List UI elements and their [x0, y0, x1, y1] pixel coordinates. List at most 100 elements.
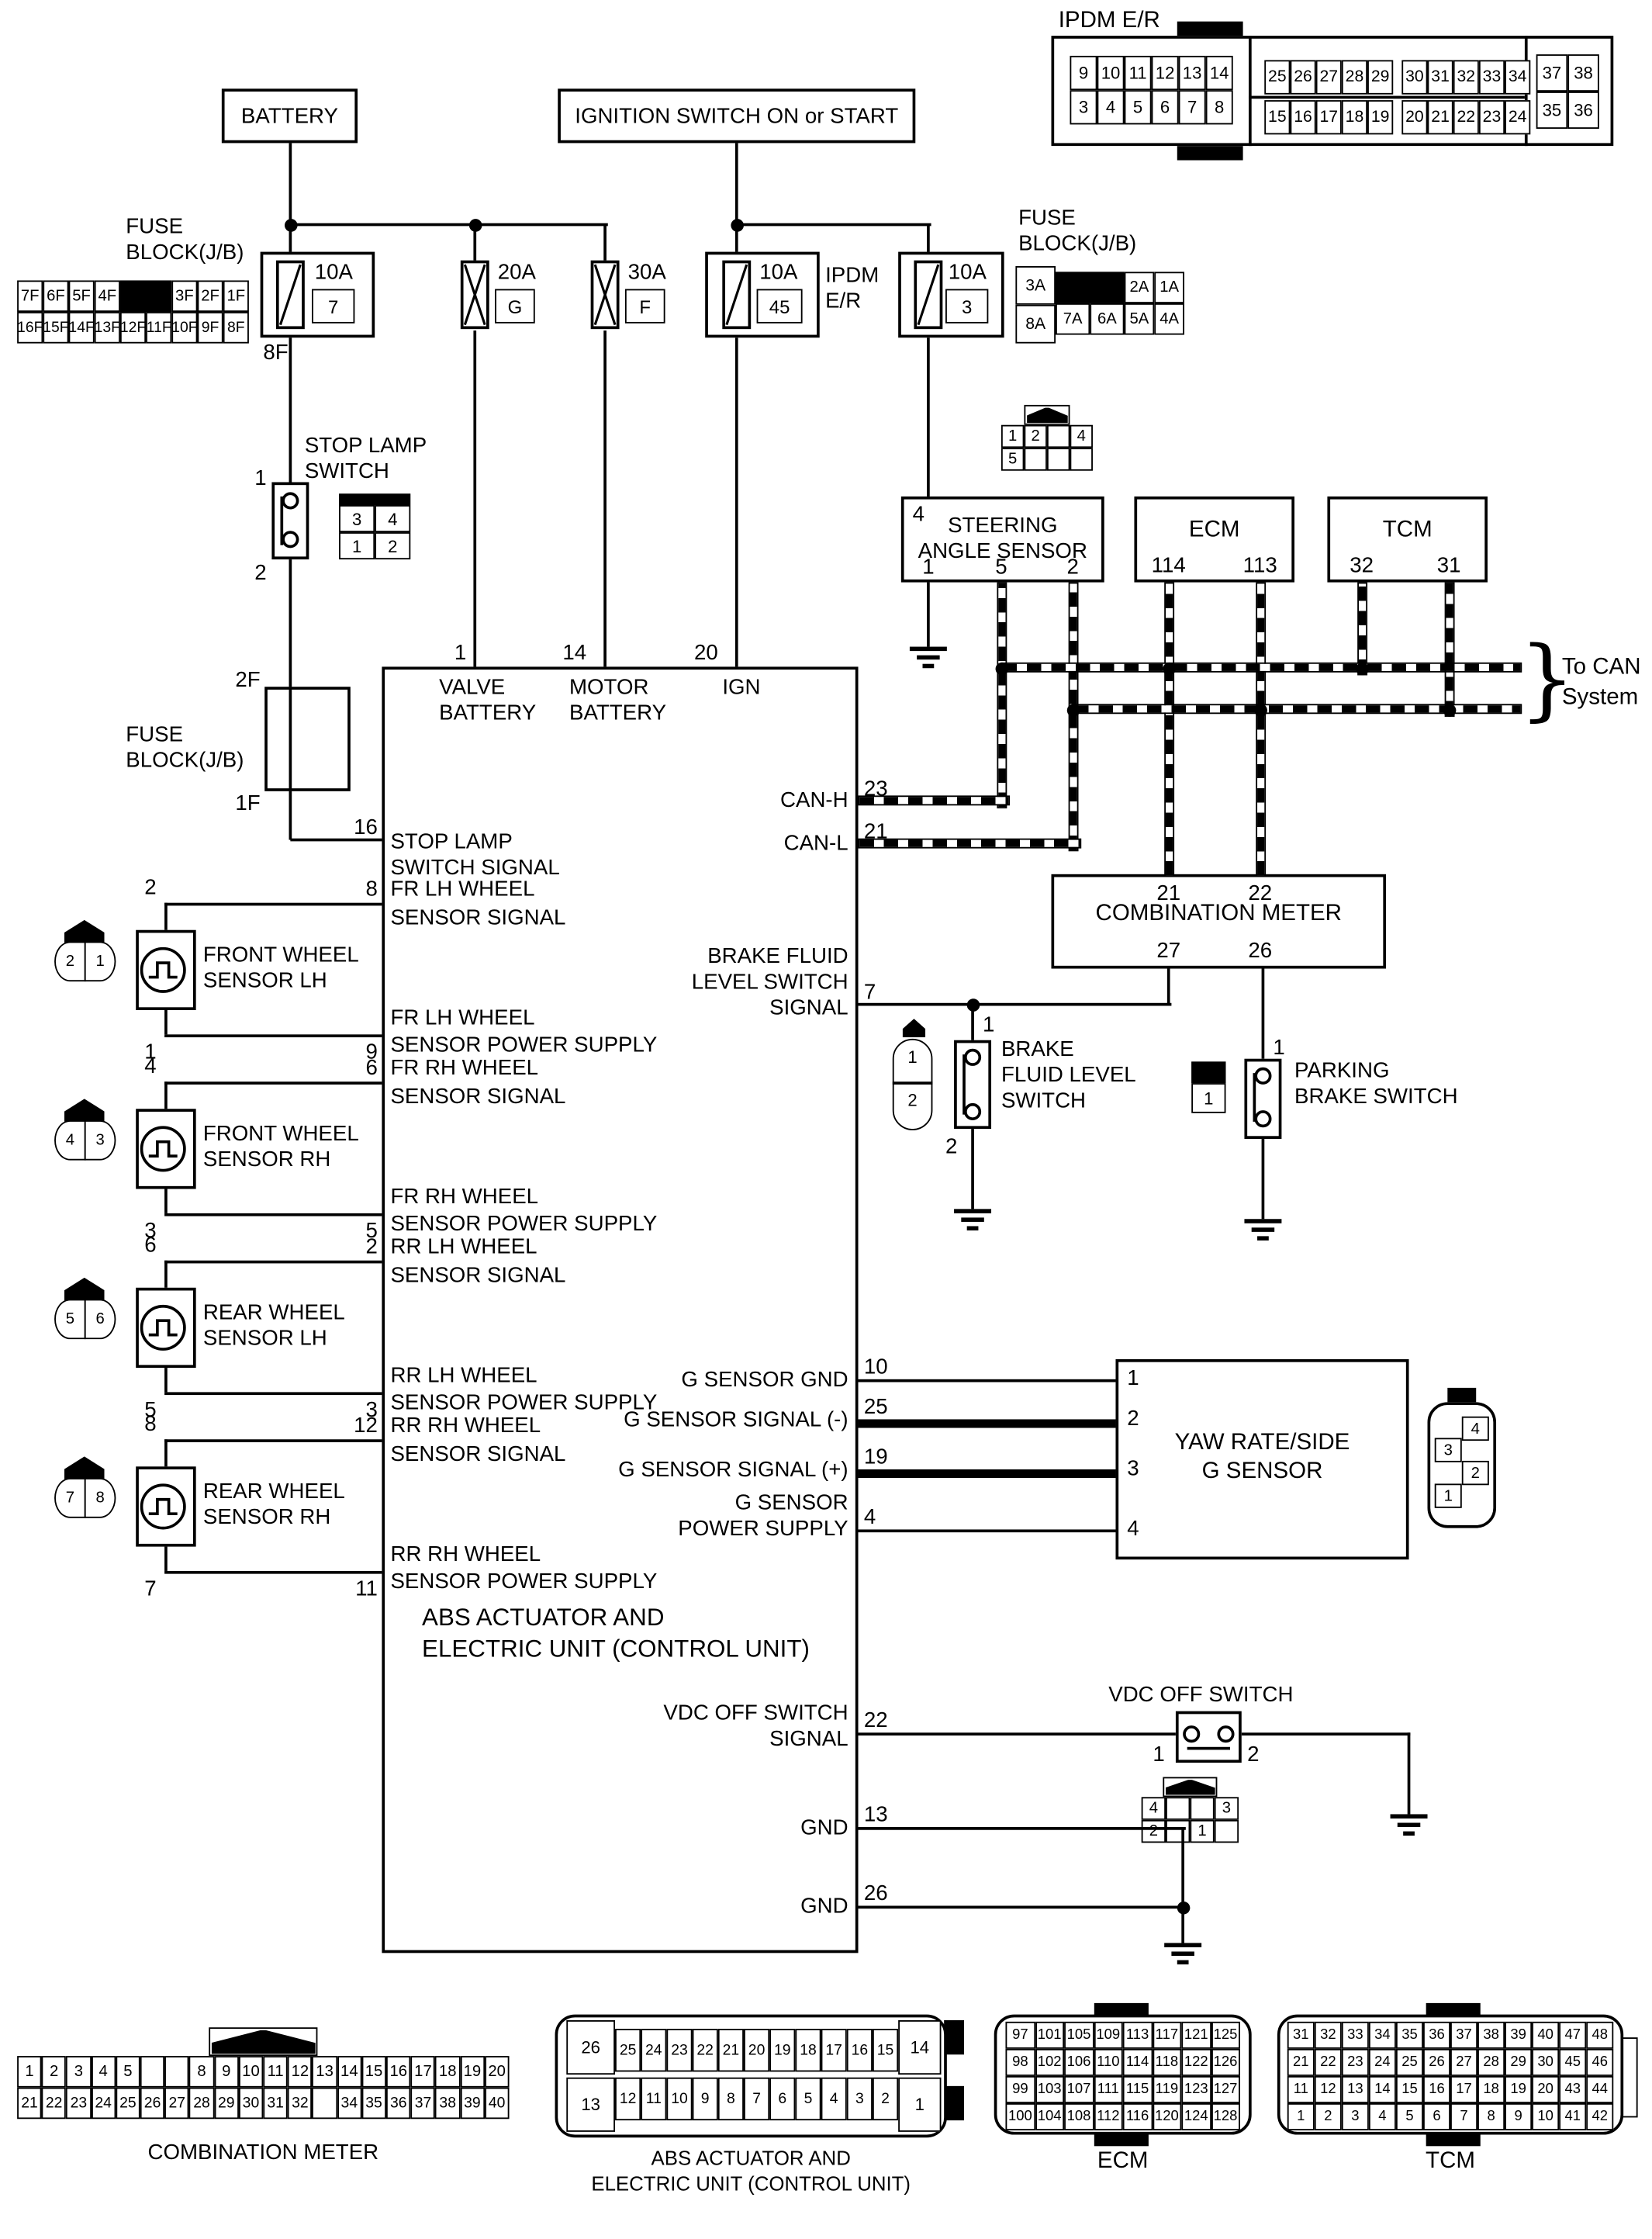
pin-number: 1: [454, 641, 467, 666]
sensor-connector-cell: 7: [54, 1478, 86, 1518]
abs-pin-label: SWITCH SIGNAL: [390, 855, 560, 881]
combination-meter-box: [1051, 874, 1387, 969]
connector-cell: 114: [1122, 2048, 1153, 2076]
connector-cell: 30: [238, 2087, 264, 2120]
connector-cell: 3: [66, 2056, 92, 2088]
connector-cell: 109: [1093, 2021, 1123, 2049]
ground-icon: [917, 655, 940, 659]
connector-key: [1426, 2131, 1481, 2147]
fuse-icon: [460, 260, 489, 330]
abs-title-line1: ABS ACTUATOR AND: [422, 1604, 665, 1632]
connector-cell: 111: [1093, 2075, 1123, 2103]
ecm-box: [1134, 496, 1295, 583]
fuse-block-label: BLOCK(J/B): [126, 748, 244, 773]
connector-cell: 122: [1181, 2048, 1211, 2076]
connector-cell: 22: [1314, 2048, 1342, 2076]
connector-cell: 14: [337, 2056, 362, 2088]
pin-number: 3: [144, 1219, 157, 1244]
ipdm-lock-tab: [1177, 146, 1243, 161]
abs-pin-label: SENSOR SIGNAL: [390, 1084, 566, 1109]
abs-pin-label: VDC OFF SWITCH: [663, 1701, 848, 1726]
sensor-connector-cell: 8: [84, 1478, 116, 1518]
pin-number: 1: [1273, 1036, 1285, 1061]
connector-cell: [1070, 448, 1093, 471]
connector-cell: 12: [615, 2077, 641, 2121]
switch-contact-icon: [1217, 1725, 1235, 1743]
wire: [164, 1368, 168, 1393]
connector-cell: 27: [164, 2087, 190, 2120]
connector-cell: 44: [1586, 2075, 1614, 2103]
connector-cell: 119: [1152, 2075, 1182, 2103]
fuse-rating: 30A: [627, 260, 666, 285]
abs-pin-label: STOP LAMP: [390, 829, 513, 854]
ground-icon: [1397, 1822, 1421, 1827]
switch-contact-icon: [282, 531, 299, 549]
sensor-connector-cell: 1: [84, 941, 116, 982]
can-shielded-wire: [1001, 662, 1522, 673]
connector-cell: 121: [1181, 2021, 1211, 2049]
stop-lamp-switch-label: SWITCH: [304, 459, 389, 484]
connector-cell: 2: [1461, 1460, 1489, 1486]
pin-number: 7: [144, 1576, 157, 1601]
connector-key: [944, 2085, 964, 2121]
can-shielded-wire: [1068, 582, 1079, 852]
connector-cell: 21: [1287, 2048, 1315, 2076]
wheel-sensor-icon: [139, 1483, 188, 1537]
pin-number: 16: [354, 815, 378, 840]
connector-cell: 102: [1035, 2048, 1065, 2076]
connector-cell: 25: [1395, 2048, 1423, 2076]
connector-cell: 26: [140, 2087, 165, 2120]
ignition-switch-box: IGNITION SWITCH ON or START: [558, 88, 916, 144]
ecm-connector-label: ECM: [1097, 2148, 1149, 2174]
connector-arrow-icon: [64, 1099, 105, 1122]
connector-cell: 25: [1264, 60, 1291, 95]
can-shielded-wire: [997, 582, 1007, 808]
switch-contact-icon: [1254, 1110, 1272, 1128]
connector-cell: 117: [1152, 2021, 1182, 2049]
abs-pin-label: GND: [800, 1815, 848, 1840]
connector-cell: 101: [1035, 2021, 1065, 2049]
abs-pin-label: BRAKE FLUID: [707, 944, 848, 969]
abs-pin-label: SIGNAL: [769, 995, 848, 1020]
connector-cell: 1: [1287, 2102, 1315, 2131]
connector-cell: 2: [41, 2056, 67, 2088]
pin-number: 3: [365, 1397, 378, 1423]
connector-cell: 35: [1395, 2021, 1423, 2049]
wire: [290, 838, 382, 842]
connector-cell: 22: [1453, 100, 1479, 135]
connector-cell: 15F: [43, 312, 69, 344]
wire: [289, 224, 292, 262]
ground-icon: [954, 1209, 992, 1213]
steering-title: ANGLE SENSOR: [918, 539, 1087, 564]
connector-key: [944, 2020, 964, 2055]
ground-icon: [1251, 1227, 1275, 1231]
wire: [858, 1905, 1186, 1909]
fuse-id-box: 45: [756, 289, 803, 324]
connector-cell: 2: [375, 532, 411, 560]
wire: [289, 143, 292, 225]
ipdm-er-label: IPDM E/R: [1058, 9, 1160, 33]
connector-arrow-icon: [902, 1019, 926, 1038]
connector-cell: 20: [484, 2056, 510, 2088]
wire: [927, 582, 930, 647]
pin-number: 21: [1156, 881, 1181, 906]
connector-cell: 104: [1035, 2102, 1065, 2131]
wheel-sensor-label: SENSOR RH: [202, 1505, 331, 1530]
connector-cell: 5A: [1124, 303, 1155, 335]
connector-cell: 17: [821, 2029, 847, 2072]
connector-cell: 9: [692, 2077, 718, 2121]
switch-lever: [963, 1054, 966, 1115]
connector-cell: 40: [484, 2087, 510, 2120]
abs-pin-label: SENSOR POWER SUPPLY: [390, 1390, 658, 1415]
wire: [971, 1120, 974, 1209]
connector-cell: 32: [1314, 2021, 1342, 2049]
wheel-sensor-icon: [139, 1303, 188, 1358]
pin-number: 20: [694, 641, 718, 666]
connector-cell: 3: [1434, 1438, 1462, 1462]
connector-cell: 6: [1422, 2102, 1451, 2131]
connector-cell: 1: [17, 2056, 42, 2088]
yaw-title: G SENSOR: [1201, 1459, 1323, 1484]
connector-cell: 103: [1035, 2075, 1065, 2103]
connector-cell: 4: [821, 2077, 847, 2121]
connector-cell: 4: [91, 2056, 116, 2088]
